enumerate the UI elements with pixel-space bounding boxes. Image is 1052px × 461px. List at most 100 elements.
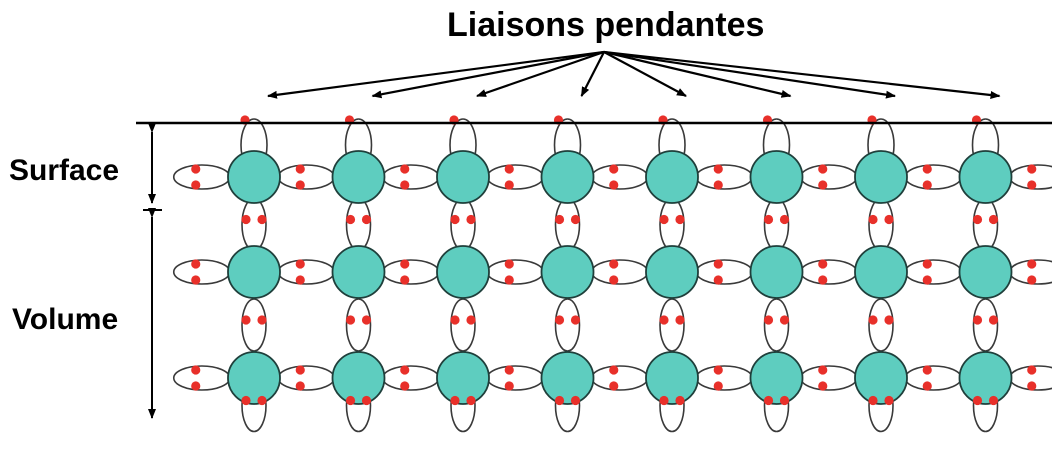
electron-dot bbox=[554, 395, 565, 406]
electron-dot bbox=[257, 395, 267, 406]
electron-dot bbox=[400, 259, 410, 269]
electron-dot bbox=[884, 395, 894, 406]
bond-loop bbox=[904, 164, 963, 190]
bond-loop bbox=[486, 365, 545, 391]
bond-loop bbox=[381, 365, 440, 391]
electron-dot bbox=[713, 180, 723, 190]
bond-loop bbox=[450, 197, 476, 252]
electron-dot bbox=[504, 259, 514, 269]
electron-dot bbox=[361, 214, 372, 225]
bond-loop bbox=[590, 365, 649, 391]
bond-loop bbox=[486, 164, 545, 190]
dangling-bond-pointer-arrow bbox=[371, 50, 605, 99]
electron-dot bbox=[659, 395, 669, 406]
electron-dot bbox=[1027, 164, 1037, 174]
electron-dot bbox=[713, 275, 723, 285]
electron-dot bbox=[295, 275, 305, 285]
electron-dot bbox=[400, 164, 410, 174]
bond-loop bbox=[904, 365, 963, 391]
electron-dot bbox=[295, 365, 305, 375]
electron-dot bbox=[1027, 259, 1037, 269]
bond-loop bbox=[345, 197, 372, 252]
electron-dot bbox=[922, 259, 932, 269]
bond-loop bbox=[972, 298, 999, 352]
atom bbox=[331, 351, 386, 405]
electron-dot bbox=[972, 395, 983, 406]
electron-dot bbox=[922, 164, 932, 174]
atom bbox=[645, 351, 699, 405]
electron-dot bbox=[972, 214, 983, 225]
electron-dot bbox=[713, 164, 723, 174]
atom bbox=[854, 245, 908, 299]
electron-dot bbox=[241, 214, 251, 225]
bond-loop bbox=[972, 197, 999, 252]
electron-dot bbox=[818, 275, 828, 285]
electron-dot bbox=[713, 365, 723, 375]
electron-dot bbox=[779, 315, 790, 325]
electron-dot bbox=[361, 315, 372, 325]
bond-loop bbox=[241, 298, 267, 352]
bond-loop bbox=[590, 164, 649, 190]
electron-dot bbox=[609, 180, 619, 190]
electron-dot bbox=[257, 214, 267, 225]
atom bbox=[958, 150, 1013, 204]
electron-dot bbox=[818, 381, 828, 391]
annotation-layer bbox=[136, 50, 1052, 419]
electron-dot bbox=[675, 315, 685, 325]
electron-dot bbox=[345, 214, 356, 225]
bond-loop bbox=[799, 259, 858, 285]
electron-dot bbox=[779, 214, 790, 225]
electron-dot bbox=[450, 214, 460, 225]
electron-dot bbox=[295, 164, 305, 174]
atom bbox=[540, 150, 595, 204]
electron-dot bbox=[295, 259, 305, 269]
electron-dot bbox=[400, 365, 410, 375]
electron-dot bbox=[818, 164, 828, 174]
electron-dot bbox=[713, 259, 723, 269]
dangling-bond-pointer-arrow bbox=[603, 51, 687, 97]
electron-dot bbox=[191, 164, 201, 174]
electron-dot bbox=[466, 395, 476, 406]
electron-dot bbox=[504, 381, 514, 391]
atom bbox=[227, 245, 281, 299]
electron-dot bbox=[191, 275, 201, 285]
electron-dot bbox=[450, 395, 460, 406]
atom bbox=[540, 245, 595, 299]
electron-dot bbox=[450, 315, 460, 325]
bond-loop bbox=[590, 259, 649, 285]
bond-loop bbox=[868, 197, 894, 252]
electron-dot bbox=[570, 315, 581, 325]
electron-dot bbox=[400, 275, 410, 285]
electron-dot bbox=[345, 395, 356, 406]
atom bbox=[749, 150, 804, 204]
bond-loop bbox=[659, 298, 685, 352]
electron-dot bbox=[466, 315, 476, 325]
electron-layer bbox=[191, 115, 1037, 406]
bond-loop bbox=[659, 197, 685, 252]
bond-loop bbox=[695, 259, 754, 285]
electron-dot bbox=[554, 315, 565, 325]
atom bbox=[436, 351, 490, 405]
diagram-title: Liaisons pendantes bbox=[447, 6, 765, 44]
bond-loop bbox=[172, 259, 231, 285]
atom bbox=[227, 351, 281, 405]
electron-dot bbox=[504, 275, 514, 285]
bond-loop bbox=[345, 298, 372, 352]
electron-dot bbox=[818, 365, 828, 375]
bond-loop bbox=[868, 298, 894, 352]
electron-dot bbox=[191, 259, 201, 269]
atom bbox=[227, 150, 281, 204]
bond-loop bbox=[277, 259, 336, 285]
atom bbox=[958, 245, 1013, 299]
electron-dot bbox=[400, 381, 410, 391]
atom bbox=[749, 245, 804, 299]
atom bbox=[436, 245, 490, 299]
electron-dot bbox=[763, 315, 774, 325]
atom-layer bbox=[227, 150, 1013, 405]
electron-dot bbox=[818, 180, 828, 190]
atom bbox=[436, 150, 490, 204]
atom bbox=[331, 150, 386, 204]
electron-dot bbox=[345, 315, 356, 325]
electron-dot bbox=[659, 214, 669, 225]
electron-dot bbox=[779, 395, 790, 406]
